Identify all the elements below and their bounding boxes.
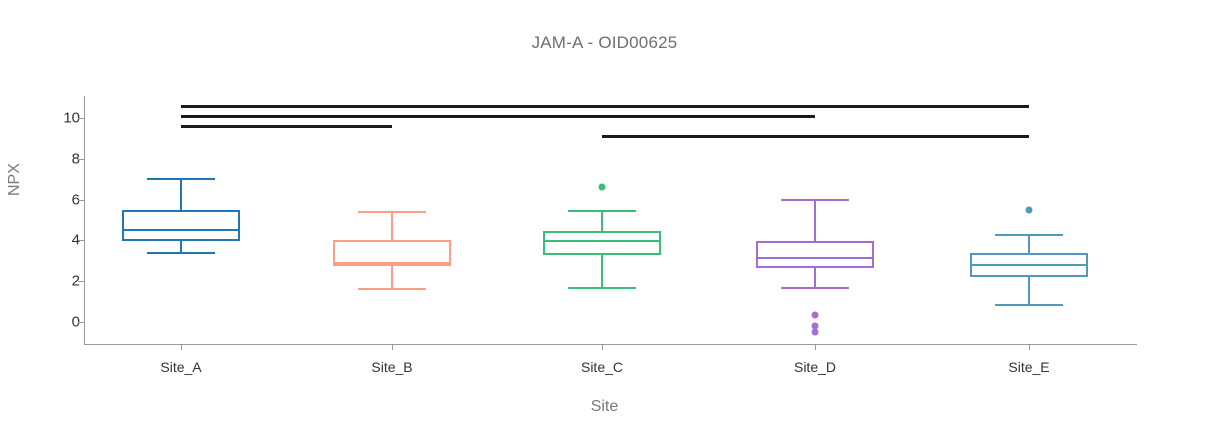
upper-whisker-cap bbox=[781, 198, 849, 201]
significance-bar bbox=[181, 104, 1029, 108]
significance-bar bbox=[602, 135, 1029, 139]
outlier-point bbox=[811, 322, 819, 330]
x-tick-label-site_e: Site_E bbox=[1008, 359, 1050, 375]
outlier-point bbox=[811, 328, 819, 336]
upper-whisker-cap bbox=[147, 178, 215, 181]
upper-whisker bbox=[391, 210, 393, 241]
x-tick-mark bbox=[815, 344, 816, 350]
lower-whisker bbox=[180, 241, 182, 252]
x-tick-label-site_a: Site_A bbox=[160, 359, 202, 375]
lower-whisker bbox=[814, 267, 816, 288]
outlier-point bbox=[598, 183, 606, 191]
y-tick-mark bbox=[78, 199, 84, 201]
y-tick-mark bbox=[78, 118, 84, 119]
upper-whisker-cap bbox=[995, 234, 1063, 237]
lower-whisker-cap bbox=[995, 303, 1063, 306]
median-line bbox=[756, 256, 874, 259]
median-line bbox=[543, 240, 661, 243]
lower-whisker bbox=[601, 254, 603, 288]
lower-whisker-cap bbox=[781, 287, 849, 290]
x-tick-label-site_b: Site_B bbox=[371, 359, 413, 375]
y-tick-label: 10 bbox=[63, 109, 80, 127]
upper-whisker bbox=[601, 209, 603, 232]
y-tick-mark bbox=[78, 281, 84, 283]
outlier-point bbox=[1025, 206, 1033, 214]
y-tick-mark bbox=[78, 158, 84, 160]
y-axis-line bbox=[84, 96, 85, 344]
upper-whisker-cap bbox=[568, 209, 636, 212]
y-tick-label: 8 bbox=[71, 150, 80, 168]
y-tick-label: 6 bbox=[71, 191, 80, 209]
x-tick-mark bbox=[1029, 344, 1030, 350]
y-axis-label: NPX bbox=[6, 163, 23, 196]
upper-whisker-cap bbox=[358, 210, 426, 213]
x-tick-mark bbox=[181, 344, 182, 350]
upper-whisker bbox=[814, 198, 816, 242]
y-tick-label: 0 bbox=[71, 313, 80, 331]
median-line bbox=[122, 229, 240, 232]
x-tick-label-site_c: Site_C bbox=[580, 359, 624, 375]
median-line bbox=[333, 261, 451, 264]
significance-bar bbox=[181, 114, 815, 118]
upper-whisker bbox=[1028, 234, 1030, 253]
x-axis-label: Site bbox=[590, 398, 619, 415]
x-tick-mark bbox=[392, 344, 393, 350]
box-iqr-rect bbox=[122, 209, 240, 242]
y-tick-label: 2 bbox=[71, 272, 80, 290]
box-iqr-rect bbox=[543, 231, 661, 255]
x-tick-label-site_d: Site_D bbox=[793, 359, 837, 375]
outlier-point bbox=[811, 311, 819, 319]
y-tick-mark bbox=[78, 322, 84, 323]
lower-whisker-cap bbox=[147, 251, 215, 254]
lower-whisker-cap bbox=[568, 287, 636, 290]
box-iqr-rect bbox=[333, 240, 451, 266]
x-axis-line bbox=[84, 344, 1137, 345]
y-tick-mark bbox=[78, 240, 84, 242]
lower-whisker bbox=[1028, 277, 1030, 304]
box-iqr-rect bbox=[756, 241, 874, 268]
y-tick-label: 4 bbox=[71, 231, 80, 249]
lower-whisker-cap bbox=[358, 288, 426, 291]
upper-whisker bbox=[180, 178, 182, 210]
lower-whisker bbox=[391, 265, 393, 289]
x-tick-mark bbox=[602, 344, 603, 350]
chart-title: JAM-A - OID00625 bbox=[531, 33, 678, 52]
significance-bar bbox=[181, 125, 392, 129]
median-line bbox=[970, 263, 1088, 266]
